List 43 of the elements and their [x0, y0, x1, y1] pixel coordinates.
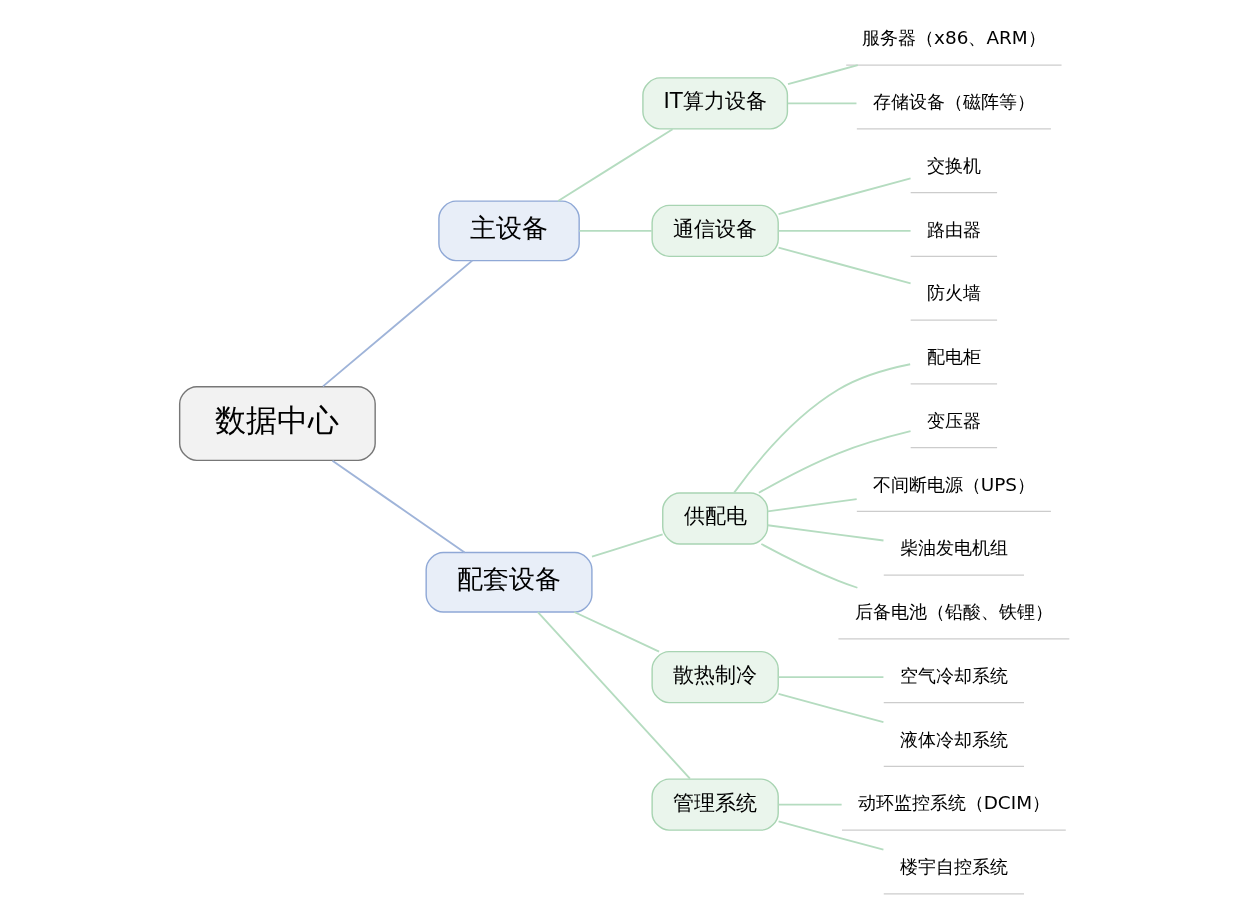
node-text: 防火墙 [926, 282, 981, 304]
node-text: 存储设备（磁阵等） [872, 91, 1035, 113]
node-box: IT算力设备 [641, 77, 788, 130]
connector [321, 259, 473, 388]
connector [572, 611, 660, 653]
connector [777, 177, 911, 216]
node-text: 路由器 [926, 218, 981, 240]
node-box: 数据中心 [178, 386, 376, 462]
node-text: 交换机 [926, 154, 981, 176]
connector [777, 820, 884, 851]
node-text: 配电柜 [926, 346, 981, 368]
connector [766, 524, 884, 542]
connector [786, 102, 857, 105]
node-text: 动环监控系统（DCIM） [857, 792, 1050, 814]
connector [556, 128, 673, 202]
node-box: 配套设备 [424, 551, 593, 613]
node-text: 变压器 [926, 409, 981, 431]
node-text: 液体冷却系统 [899, 728, 1008, 750]
connector [777, 692, 884, 724]
connector [766, 498, 858, 513]
node-box: 管理系统 [650, 778, 779, 831]
connector [732, 363, 911, 494]
connector [536, 611, 691, 780]
connector [590, 533, 664, 558]
connector [777, 229, 911, 232]
connector [577, 229, 653, 232]
node-box: 散热制冷 [650, 650, 779, 704]
connector [331, 459, 466, 554]
node-text: 柴油发电机组 [899, 537, 1008, 559]
connector [786, 64, 859, 85]
connector [777, 246, 911, 285]
node-text: 后备电池（铅酸、铁锂） [854, 601, 1053, 623]
node-text: 不间断电源（UPS） [872, 473, 1035, 495]
connector [759, 543, 858, 589]
node-box: 通信设备 [650, 204, 779, 258]
node-text: 空气冷却系统 [899, 664, 1008, 686]
connector [777, 803, 843, 806]
node-box: 主设备 [437, 200, 580, 262]
node-text: 服务器（x86、ARM） [861, 27, 1046, 49]
connector [777, 676, 884, 679]
node-box: 供配电 [661, 492, 768, 545]
node-text: 楼宇自控系统 [899, 856, 1008, 878]
connector [757, 430, 911, 494]
